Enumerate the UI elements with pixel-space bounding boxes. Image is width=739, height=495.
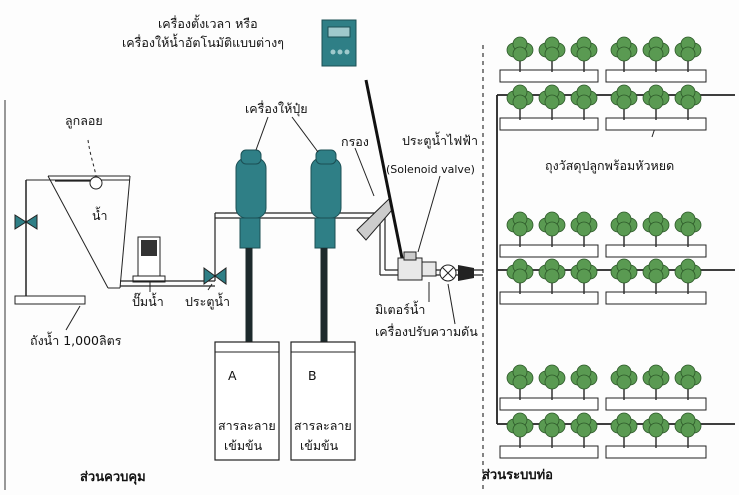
fertilizer-injector-a-icon (235, 149, 267, 413)
tank-b-label-line1: สารละลาย (294, 418, 352, 433)
water-pump-icon (132, 236, 166, 283)
fertilizer-injector-b-icon (310, 149, 342, 413)
water-tank-icon (14, 175, 131, 305)
plant-icon (610, 211, 638, 247)
plant-icon (642, 412, 670, 448)
grow-bags-label: ถุงวัสดุปลูกพร้อมหัวหยด (545, 158, 675, 173)
plant-icon (570, 36, 598, 72)
plant-icon (610, 364, 638, 400)
plant-icon (642, 84, 670, 120)
plant-icon (570, 412, 598, 448)
plant-icon (642, 258, 670, 294)
grow-bag-tray (499, 69, 599, 83)
plant-icon (610, 412, 638, 448)
pipe-section-label: ส่วนระบบท่อ (482, 468, 553, 483)
plant-icon (538, 211, 566, 247)
timer-label-line2: เครื่องให้น้ำอัตโนมัติแบบต่างๆ (122, 35, 284, 50)
grow-bag-tray (499, 291, 599, 305)
control-section-label: ส่วนควบคุม (80, 470, 146, 485)
plant-icon (674, 258, 702, 294)
plant-icon (506, 364, 534, 400)
timer-label-line1: เครื่องตั้งเวลา หรือ (158, 16, 258, 31)
tank-b-outline (290, 341, 356, 461)
water-meter-icon (421, 261, 437, 277)
plant-icon (570, 84, 598, 120)
grow-bag-tray (499, 117, 599, 131)
solenoid-valve-icon (397, 257, 423, 281)
plant-icon (674, 364, 702, 400)
plant-icon (506, 36, 534, 72)
plant-icon (610, 84, 638, 120)
plant-icon (506, 258, 534, 294)
plant-rows (499, 36, 707, 459)
plant-icon (674, 84, 702, 120)
tank-b-label-line2: เข้มข้น (300, 438, 339, 453)
water-label: น้ำ (92, 208, 108, 223)
filter-icon (356, 196, 393, 241)
float-ball-icon (55, 139, 103, 190)
valve-label: ประตูน้ำ (185, 294, 231, 309)
plant-icon (506, 84, 534, 120)
fertilizer-injector-label: เครื่องให้ปุ๋ย (245, 101, 308, 116)
float-ball-label: ลูกลอย (65, 113, 103, 128)
tank-a-label-line1: สารละลาย (218, 418, 276, 433)
pipe-end-icon (458, 265, 474, 281)
pressure-regulator-label: เครื่องปรับความดัน (375, 324, 478, 339)
tank-a-letter: A (228, 368, 237, 383)
plant-icon (538, 84, 566, 120)
plant-icon (642, 364, 670, 400)
water-pump-label: ปั๊มน้ำ (132, 294, 164, 309)
water-tank-label: ถังน้ำ 1,000ลิตร (30, 333, 122, 348)
leader-lines (65, 116, 656, 331)
plant-icon (610, 36, 638, 72)
plant-icon (538, 258, 566, 294)
timer-controller-icon (321, 19, 404, 259)
plant-icon (506, 211, 534, 247)
plant-icon (506, 412, 534, 448)
plant-icon (674, 36, 702, 72)
grow-bag-tray (499, 244, 599, 258)
plant-icon (674, 211, 702, 247)
plant-icon (538, 412, 566, 448)
plant-icon (610, 258, 638, 294)
gate-valve-icon (203, 267, 227, 285)
grow-bag-tray (499, 397, 599, 411)
solenoid-label-en: (Solenoid valve) (386, 163, 475, 176)
plant-icon (570, 211, 598, 247)
filter-label: กรอง (341, 134, 369, 149)
plant-icon (570, 258, 598, 294)
plant-icon (642, 211, 670, 247)
plant-icon (538, 364, 566, 400)
plant-icon (570, 364, 598, 400)
tank-a-outline (214, 341, 280, 461)
tank-a-label-line2: เข้มข้น (224, 438, 263, 453)
plant-icon (674, 412, 702, 448)
plant-icon (538, 36, 566, 72)
solenoid-label-thai: ประตูน้ำไฟฟ้า (402, 133, 479, 148)
water-meter-label: มิเตอร์น้ำ (375, 302, 426, 317)
tank-b-letter: B (308, 368, 317, 383)
plant-icon (642, 36, 670, 72)
grow-bag-tray (499, 445, 599, 459)
